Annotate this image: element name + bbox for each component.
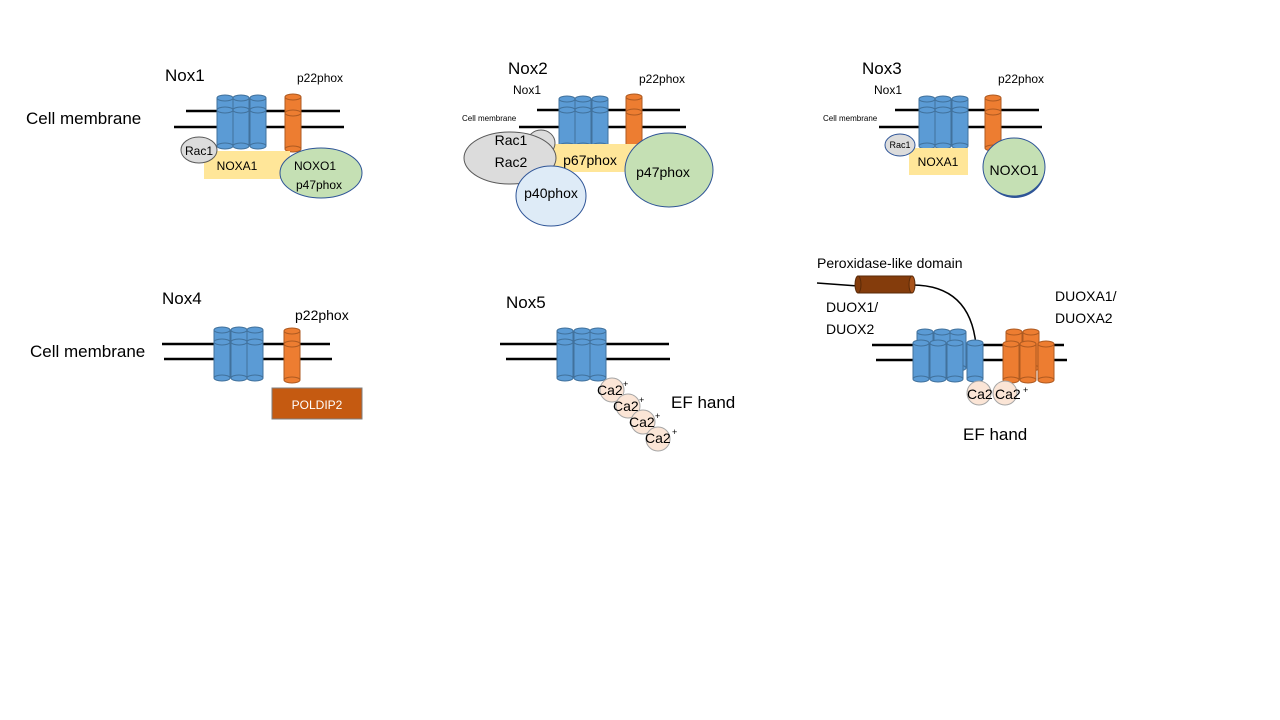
nox5-title: Nox5 — [506, 293, 546, 312]
duox-label-line1: DUOX1/ — [826, 299, 878, 315]
duox-linker-curve — [911, 284, 977, 346]
nox1-cell-membrane-label: Cell membrane — [26, 109, 141, 128]
duoxa-protein — [1002, 328, 1055, 384]
nox2-p22phox-label: p22phox — [639, 72, 685, 86]
nox4-panel: Nox4 p22phox Cell membrane POLDIP2 — [30, 289, 363, 420]
nox5-calcium-label-2: Ca2 — [613, 398, 639, 414]
nox5-ef-hand-label: EF hand — [671, 393, 735, 412]
nox4-poldip2-label: POLDIP2 — [292, 398, 343, 412]
nox1-rac1-label: Rac1 — [185, 144, 213, 158]
nox5-calcium-label-4: Ca2 — [645, 430, 671, 446]
nox5-calcium-label-1: Ca2 — [597, 382, 623, 398]
nox4-protein — [213, 326, 264, 382]
nox3-noxa1-box — [909, 148, 968, 175]
duox-calcium-ion-1: Ca2 — [966, 380, 993, 406]
nox2-p40phox-label: p40phox — [524, 185, 578, 201]
nox4-p22phox-label: p22phox — [295, 307, 349, 323]
nox1-p22phox-label: p22phox — [297, 71, 343, 85]
nox2-cell-membrane-label: Cell membrane — [462, 114, 517, 123]
nox1-protein — [216, 94, 267, 150]
nox1-rac1-circle — [180, 136, 218, 164]
nox5-calcium-ion-4: Ca2 + — [645, 426, 677, 452]
nox2-p67phox-label: p67phox — [563, 152, 617, 168]
duox-protein — [912, 328, 984, 383]
nox3-p22phox-label: p22phox — [998, 72, 1044, 86]
nox4-poldip2-box — [271, 387, 363, 420]
nox2-protein — [558, 95, 609, 150]
duoxa-label-line1: DUOXA1/ — [1055, 288, 1117, 304]
nox2-rac1-label: Rac1 — [495, 132, 528, 148]
nox1-p22phox — [284, 93, 302, 153]
nox5-calcium-ion-1: Ca2 + — [597, 377, 628, 403]
nox2-title: Nox2 — [508, 59, 548, 78]
duox-calcium-label-2: Ca2 — [995, 386, 1021, 402]
nox2-rac2-label: Rac2 — [495, 154, 528, 170]
nox3-title: Nox3 — [862, 59, 902, 78]
duox-n-terminal-line — [816, 282, 859, 287]
duoxa-label-line2: DUOXA2 — [1055, 310, 1113, 326]
nox1-panel: Nox1 p22phox Cell membrane NOXA1 Rac1 NO… — [26, 66, 363, 199]
nox4-p22phox — [283, 327, 301, 384]
nox1-noxa1-label: NOXA1 — [217, 159, 258, 173]
nox5-protein — [556, 327, 607, 382]
nox5-calcium-superscript-3: + — [655, 411, 660, 421]
nox5-calcium-ion-3: Ca2 + — [629, 409, 660, 435]
nox5-calcium-label-3: Ca2 — [629, 414, 655, 430]
nox4-cell-membrane-label: Cell membrane — [30, 342, 145, 361]
nox3-noxa1-label: NOXA1 — [918, 155, 959, 169]
nox5-panel: Nox5 Ca2 + Ca2 + Ca2 + Ca2 + EF hand — [500, 293, 735, 452]
nox5-calcium-superscript-2: + — [639, 395, 644, 405]
duox-panel: Peroxidase-like domain DUOX1/ DUOX2 DUOX… — [816, 255, 1117, 444]
nox3-panel: Nox3 Nox1 p22phox Cell membrane NOXA1 Ra… — [823, 59, 1046, 198]
nox3-cell-membrane-label: Cell membrane — [823, 114, 878, 123]
nox2-panel: Nox2 Nox1 p22phox Cell membrane Rac1 Rac… — [462, 59, 714, 227]
nox2-nox1-overlap-label: Nox1 — [513, 83, 541, 97]
duox-peroxidase-domain — [854, 275, 916, 294]
nox1-p47phox-label: p47phox — [296, 178, 342, 192]
nox1-noxo1-label: NOXO1 — [294, 159, 336, 173]
duox-calcium-ion-2: Ca2 + — [992, 380, 1028, 406]
nox5-calcium-superscript-4: + — [672, 427, 677, 437]
nox5-calcium-ion-2: Ca2 + — [613, 393, 644, 419]
nox2-p47phox-circle — [624, 132, 714, 208]
nox3-noxo1-circle — [982, 137, 1046, 197]
nox1-noxo1-ellipse — [279, 147, 363, 199]
nox5-calcium-superscript-1: + — [623, 379, 628, 389]
nox2-p40phox-circle — [515, 165, 587, 227]
nox1-noxa1-box — [204, 151, 290, 179]
duox-ef-hand-label: EF hand — [963, 425, 1027, 444]
nox4-title: Nox4 — [162, 289, 202, 308]
nox2-p47phox-label: p47phox — [636, 164, 690, 180]
nox3-protein — [918, 95, 969, 150]
nox3-rac1-circle — [884, 133, 916, 157]
duox-calcium-superscript: + — [1023, 385, 1028, 395]
duox-peroxidase-label: Peroxidase-like domain — [817, 255, 963, 271]
nox3-nox1-overlap-label: Nox1 — [874, 83, 902, 97]
nox3-noxo1-label: NOXO1 — [989, 162, 1038, 178]
nox1-title: Nox1 — [165, 66, 205, 85]
duox-calcium-label-1: Ca2 — [967, 386, 993, 402]
duox-label-line2: DUOX2 — [826, 321, 874, 337]
nox3-rac1-label: Rac1 — [889, 140, 910, 150]
